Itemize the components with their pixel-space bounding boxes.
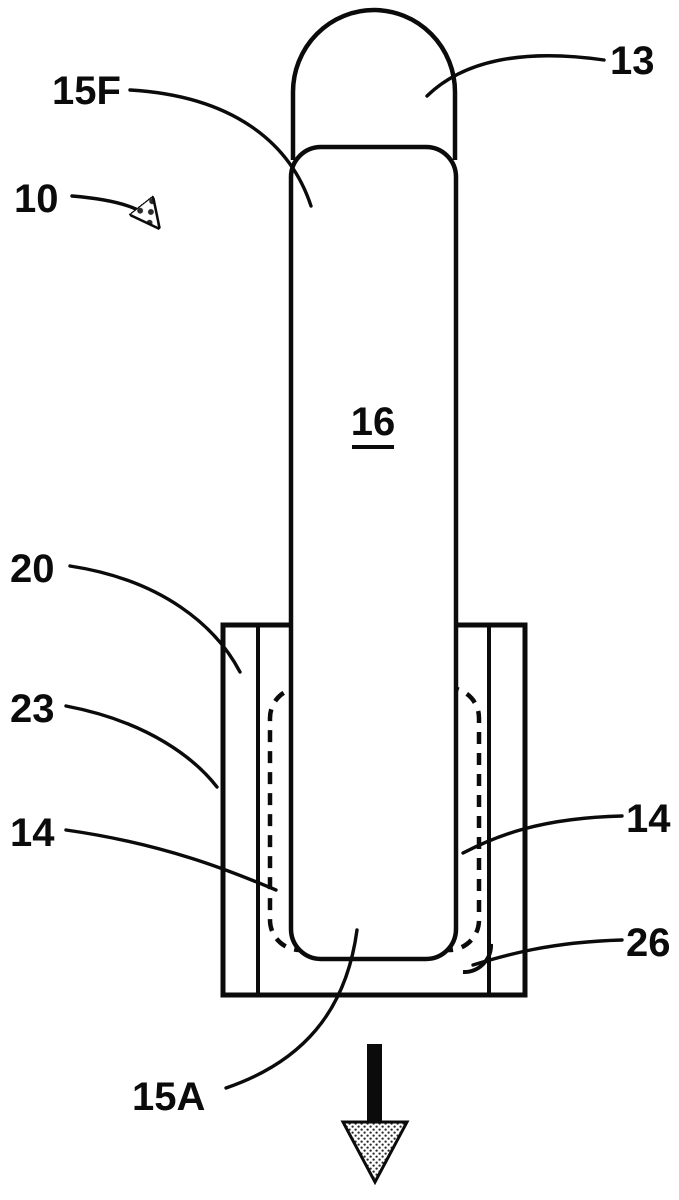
label-14-left: 14	[10, 811, 55, 855]
label-20: 20	[10, 547, 55, 591]
corner-detail-26	[462, 943, 494, 975]
device-body-outline	[288, 144, 459, 962]
leader-line-20	[68, 564, 242, 674]
label-10: 10	[14, 177, 59, 221]
label-15F: 15F	[52, 69, 121, 113]
device-cap-outline	[290, 7, 458, 160]
insertion-arrow-head	[340, 1120, 410, 1186]
leader-line-13	[425, 54, 606, 98]
leader-arrow-10	[70, 194, 155, 223]
label-26: 26	[626, 921, 671, 965]
label-13: 13	[610, 39, 655, 83]
leader-line-14-left	[64, 828, 278, 892]
leader-line-23	[64, 704, 219, 789]
label-23: 23	[10, 687, 55, 731]
leader-line-14-right	[461, 814, 624, 855]
leader-line-15A	[224, 928, 359, 1090]
label-14-right: 14	[626, 797, 671, 841]
leader-line-15F	[128, 88, 313, 208]
insertion-arrow-shaft	[367, 1044, 382, 1126]
label-15A: 15A	[132, 1075, 205, 1119]
label-16: 16	[351, 400, 396, 444]
leader-line-26	[471, 938, 624, 967]
